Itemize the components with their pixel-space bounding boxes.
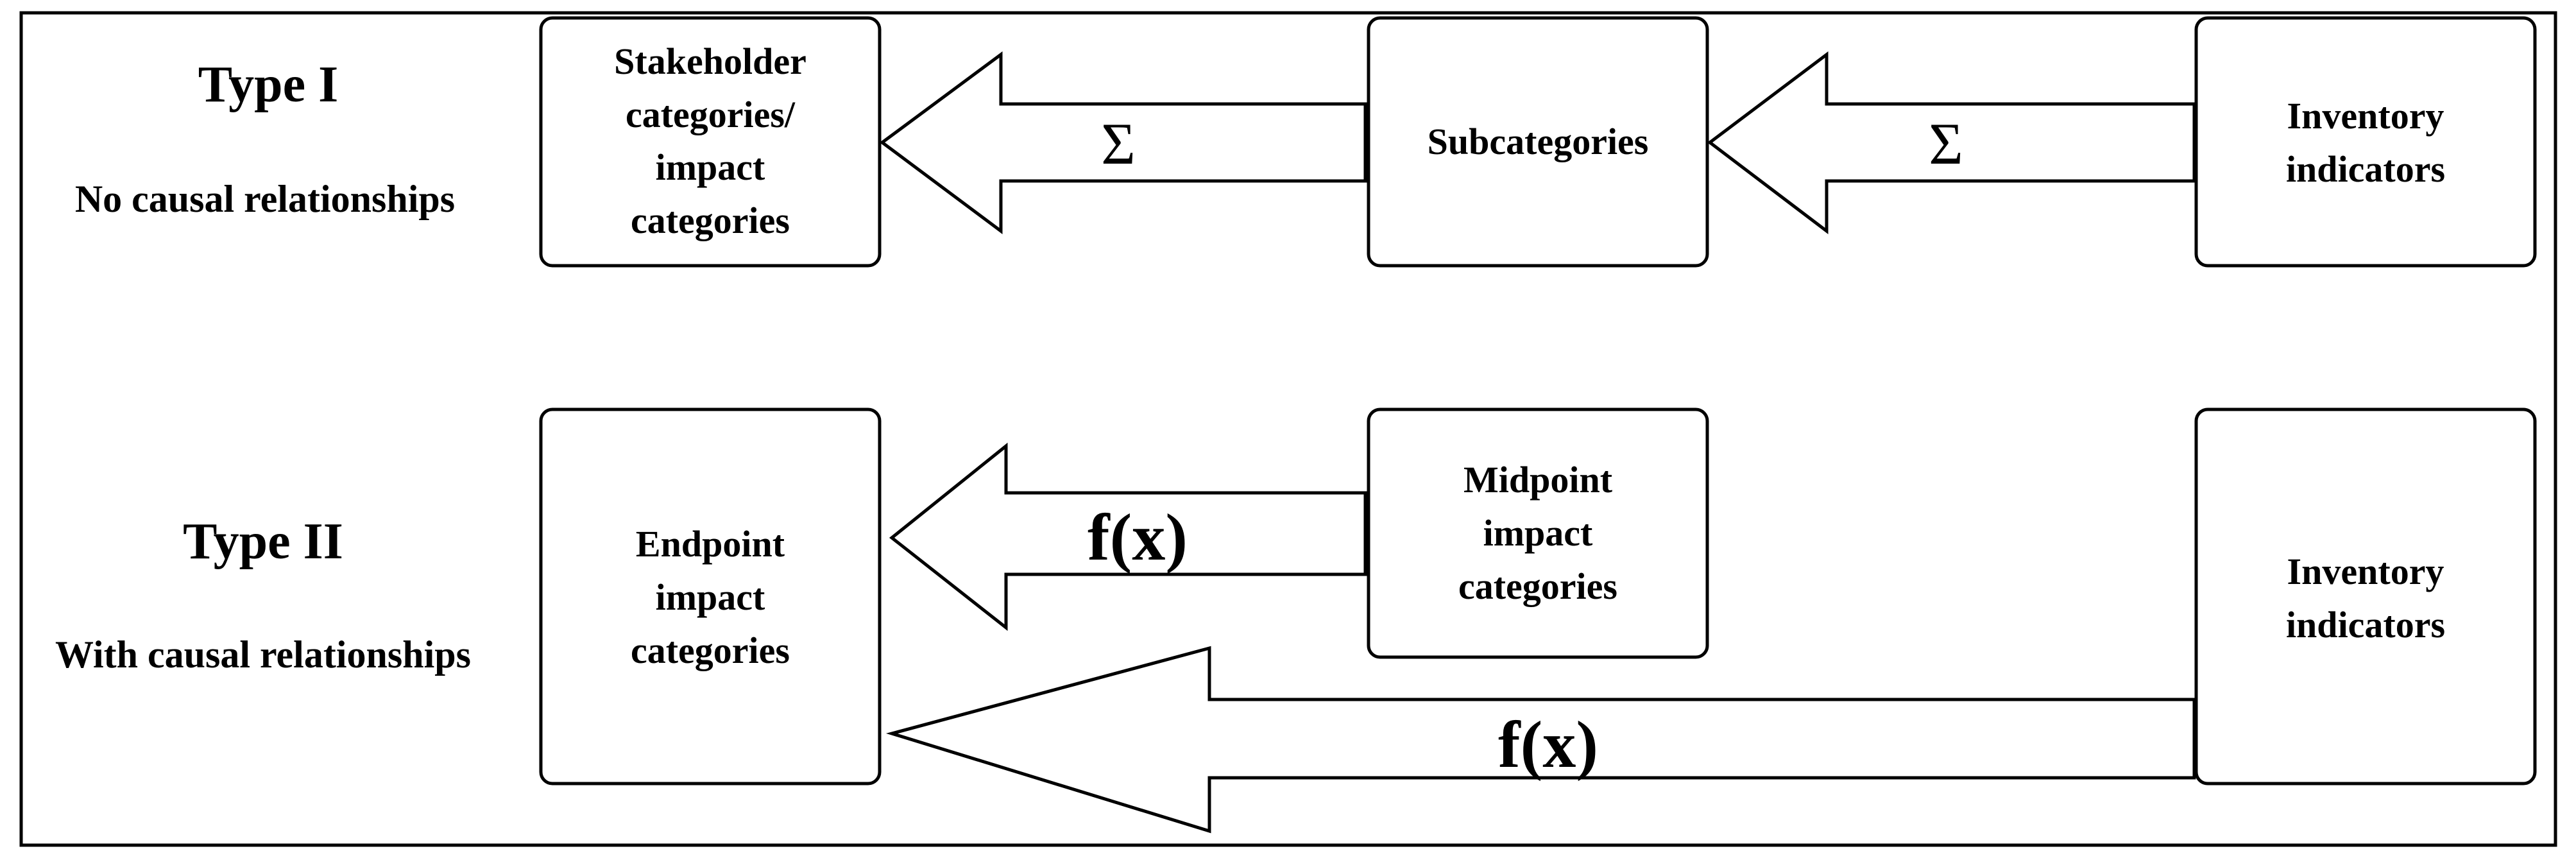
type2-inventory-line1: Inventory	[2287, 551, 2444, 592]
type1-subtitle: No causal relationships	[75, 178, 455, 220]
type1-inventory-line2: indicators	[2286, 148, 2445, 190]
type1-title: Type I	[198, 56, 339, 113]
type2-endpoint-line2: impact	[656, 576, 765, 618]
type2-endpoint-line3: categories	[631, 630, 790, 671]
type1-stakeholder-line4: categories	[631, 200, 790, 241]
type2-subtitle: With causal relationships	[55, 633, 471, 676]
type2-arrow-mid-to-endpoint	[889, 442, 1367, 631]
type1-subcategories-box: Subcategories	[1367, 16, 1709, 268]
type2-endpoint-box: Endpoint impact categories	[539, 408, 882, 785]
type2-midpoint-box: Midpoint impact categories	[1367, 408, 1709, 659]
type1-stakeholder-line2: categories/	[626, 94, 796, 135]
type1-arrow-inv-to-sub	[1707, 51, 2196, 235]
type2-endpoint-line1: Endpoint	[636, 523, 785, 565]
type1-subcategories-label: Subcategories	[1428, 121, 1649, 162]
type2-arrow-inv-to-endpoint	[885, 646, 2196, 834]
type2-fx-long: f(x)	[1498, 708, 1598, 782]
type1-stakeholder-line1: Stakeholder	[614, 40, 806, 82]
type2-midpoint-line1: Midpoint	[1463, 459, 1613, 501]
type2-inventory-box: Inventory indicators	[2194, 408, 2537, 785]
type2-fx-mid: f(x)	[1088, 501, 1188, 574]
type2-title: Type II	[183, 513, 343, 570]
type1-stakeholder-box: Stakeholder categories/ impact categorie…	[539, 16, 882, 268]
type1-sigma-right: Σ	[1929, 111, 1963, 176]
type1-stakeholder-line3: impact	[656, 146, 765, 188]
type2-midpoint-line2: impact	[1483, 512, 1593, 554]
type1-inventory-box: Inventory indicators	[2194, 16, 2537, 268]
type1-inventory-line1: Inventory	[2287, 95, 2444, 137]
type2-inventory-line2: indicators	[2286, 604, 2445, 646]
type2-midpoint-line3: categories	[1458, 565, 1617, 607]
type1-arrow-sub-to-stakeholder	[879, 51, 1367, 234]
type1-sigma-left: Σ	[1101, 111, 1136, 176]
